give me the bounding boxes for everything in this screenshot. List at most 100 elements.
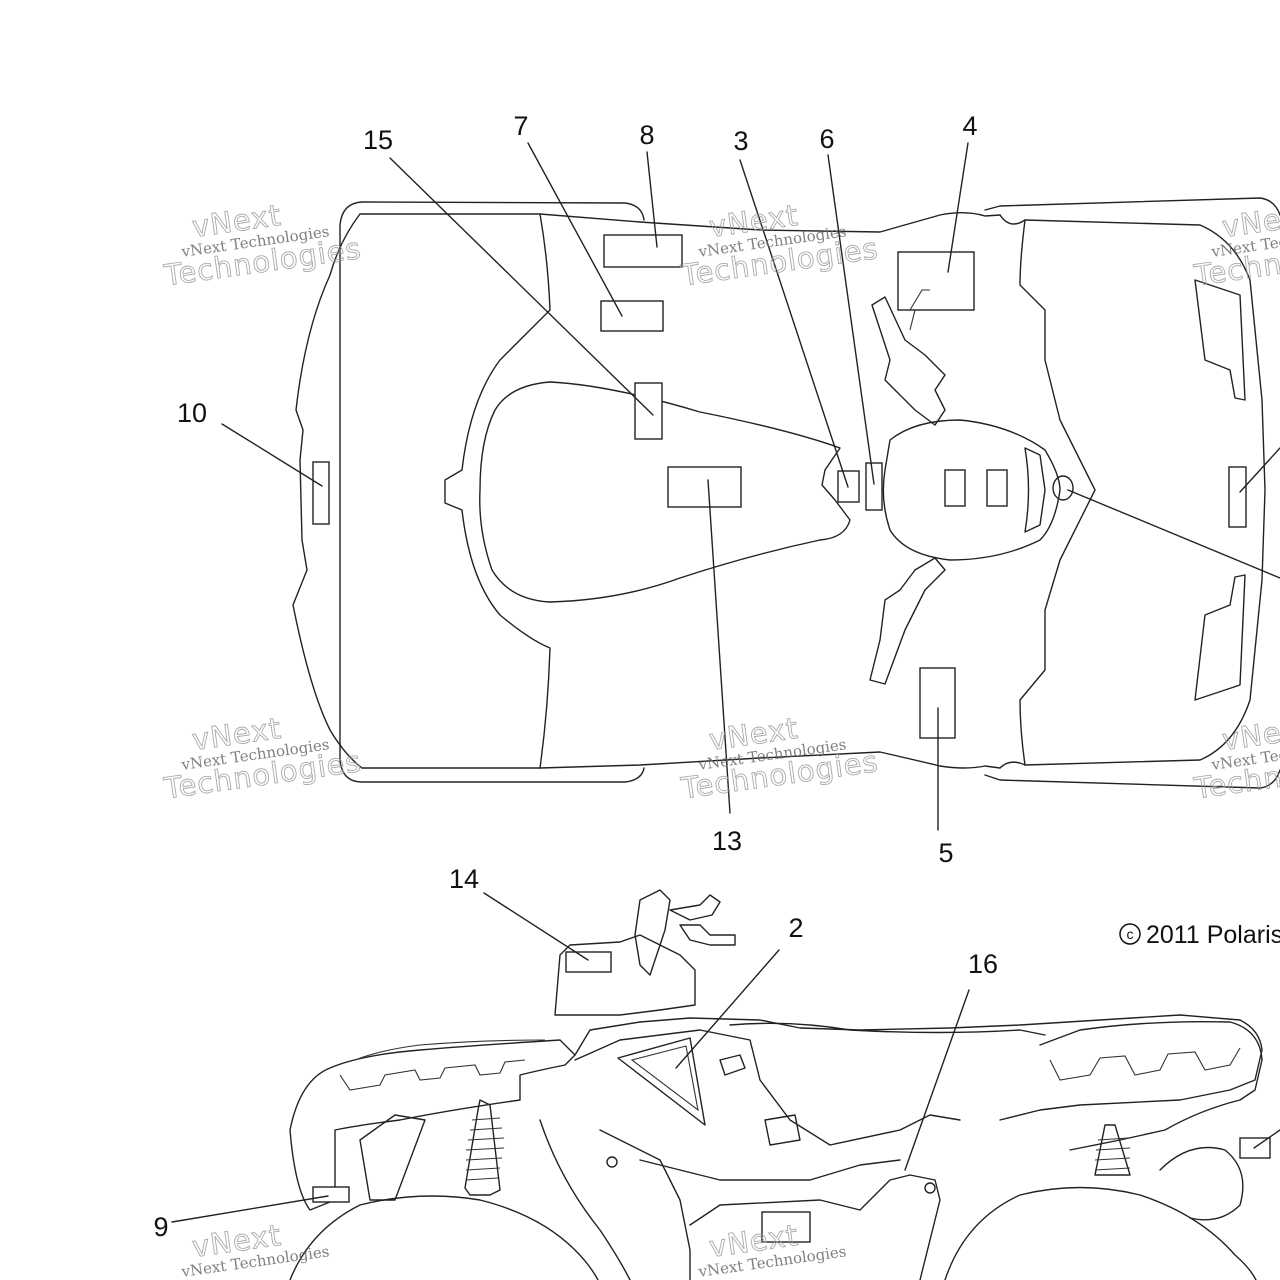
watermark-1: vNext vNext Technologies Technologies	[161, 197, 364, 293]
watermark-2: vNext vNext Technologies Technologies	[678, 197, 881, 293]
side-rear-rack-top	[354, 1039, 546, 1061]
side-panel-lower	[539, 1119, 901, 1280]
front-rack-outline	[984, 197, 1280, 789]
leader-14	[483, 892, 589, 961]
rear-swingarm	[359, 1114, 426, 1201]
front-shock	[1094, 1124, 1131, 1176]
callout-16: 16	[968, 949, 998, 979]
rear-fender-outline	[292, 213, 363, 769]
leader-lines-top	[221, 142, 1280, 831]
callout-3: 3	[733, 126, 748, 156]
callout-8: 8	[639, 120, 654, 150]
decal-8	[603, 234, 683, 268]
front-bumper-edge	[1024, 219, 1266, 766]
watermark-5: vNext vNext Technologies Technologies	[678, 710, 881, 806]
decal-7	[600, 300, 664, 332]
callout-4: 4	[962, 111, 977, 141]
decal-14	[565, 951, 612, 973]
decal-13	[667, 466, 742, 508]
watermark-7: vNext vNext Technologies	[179, 1217, 330, 1280]
watermark-6: vNext vNext Technologies Technologies	[1191, 710, 1280, 806]
side-rear-fender	[289, 1039, 576, 1211]
leader-3	[739, 159, 849, 488]
rear-divider	[444, 213, 551, 769]
leader-1	[1253, 1129, 1280, 1149]
front-tire	[944, 1186, 1257, 1280]
decal-11	[1228, 466, 1247, 528]
decal-15	[634, 382, 663, 440]
callout-13: 13	[712, 826, 742, 856]
leader-15	[389, 157, 654, 416]
rear-shock	[464, 1099, 501, 1196]
rear-rack-outline	[339, 201, 645, 783]
decal-4	[897, 251, 975, 311]
watermarks: vNext vNext Technologies Technologies vN…	[161, 197, 1280, 1280]
side-seat	[729, 1022, 1046, 1036]
leader-13	[707, 479, 731, 814]
side-front-fender	[1039, 1020, 1263, 1151]
side-footwell	[599, 1129, 691, 1280]
leader-4	[947, 142, 969, 273]
front-hub	[1159, 1146, 1244, 1221]
side-rear-rack	[339, 1059, 526, 1091]
seat-outline	[479, 381, 851, 603]
callout-2: 2	[788, 913, 803, 943]
callouts-side: 14 2 16 9	[153, 864, 998, 1242]
callouts-top: 15 7 8 3 6 4 10 13 5	[177, 111, 978, 868]
decal-2-inner	[630, 1045, 699, 1112]
watermark-4: vNext vNext Technologies Technologies	[161, 710, 364, 806]
side-handlebar	[634, 889, 736, 976]
fender-bolt	[606, 1156, 618, 1168]
leader-7	[527, 142, 623, 317]
copyright-symbol: c	[1127, 926, 1134, 942]
side-vent	[719, 1054, 801, 1146]
leader-11	[1239, 447, 1280, 493]
callout-15: 15	[363, 125, 393, 155]
decal-10	[312, 461, 330, 525]
leader-6	[827, 154, 875, 485]
callout-14: 14	[449, 864, 479, 894]
side-tank-cover	[574, 1029, 961, 1146]
copyright-text: 2011 Polaris	[1146, 921, 1280, 949]
callout-7: 7	[513, 111, 528, 141]
leader-8	[646, 151, 658, 248]
leader-10	[221, 423, 323, 487]
gauge-left	[944, 469, 966, 507]
side-front-rack	[1049, 1047, 1241, 1081]
fuel-cap	[1052, 475, 1074, 501]
rack-slot-lower	[1194, 574, 1246, 701]
watermark-8: vNext vNext Technologies	[696, 1217, 847, 1280]
callout-6: 6	[819, 124, 834, 154]
leader-12	[1067, 489, 1280, 579]
decal-6	[865, 462, 883, 511]
side-console	[554, 934, 696, 1016]
leader-16	[904, 989, 970, 1171]
leader-2	[675, 949, 780, 1069]
copyright: c 2011 Polaris	[1119, 921, 1280, 949]
handlebar-right	[869, 557, 946, 685]
gauge-right	[986, 469, 1008, 507]
shock-spring	[465, 1117, 505, 1181]
body-top-edge	[359, 212, 1001, 233]
leader-9	[171, 1195, 329, 1223]
atv-side-view	[289, 889, 1271, 1280]
watermark-3: vNext vNext Technologies Technologies	[1191, 197, 1280, 293]
handlebar-left	[871, 296, 946, 426]
frame-bolt	[924, 1182, 936, 1194]
side-frame	[689, 1174, 941, 1280]
headlight-pod	[1024, 447, 1046, 533]
decal-9	[312, 1186, 350, 1203]
copyright-circle	[1119, 923, 1141, 945]
callout-9: 9	[153, 1212, 168, 1242]
body-bottom-edge	[361, 751, 1001, 769]
leader-lines-side	[171, 892, 1280, 1223]
rack-slot-upper	[1194, 279, 1246, 401]
rear-tire	[289, 1195, 599, 1280]
hood-outline	[882, 419, 1061, 561]
front-fender-outline	[999, 214, 1096, 769]
front-shock-spring	[1094, 1137, 1131, 1171]
decal-2-triangle	[617, 1037, 706, 1126]
decal-side-footwell	[761, 1211, 811, 1243]
